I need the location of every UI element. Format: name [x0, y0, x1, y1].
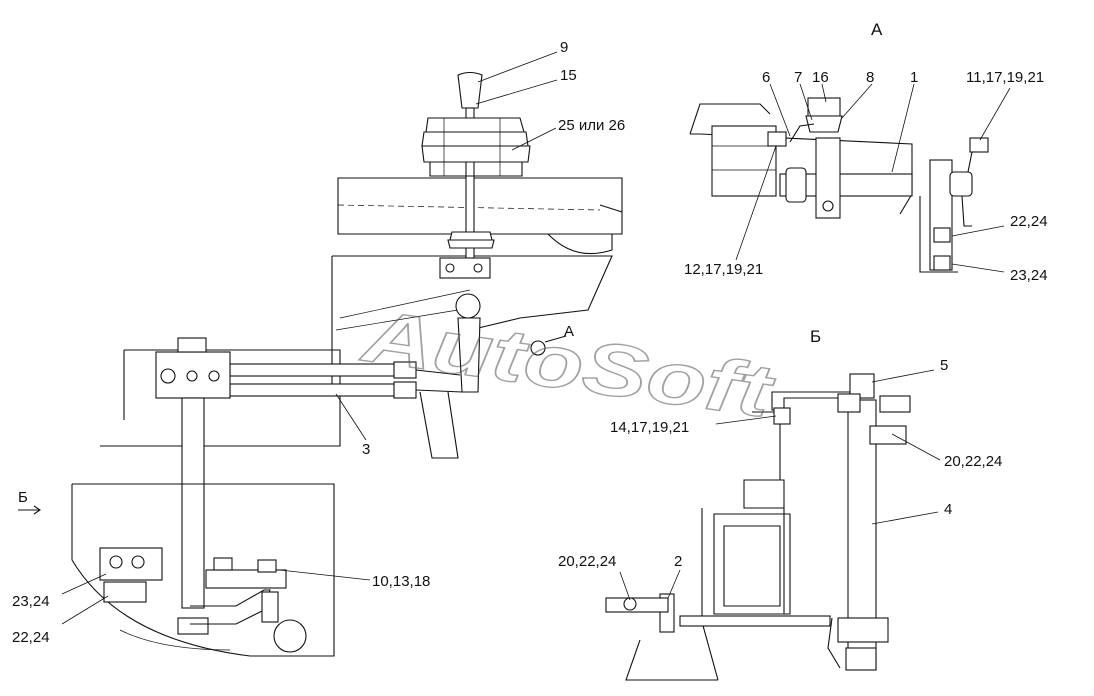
callout-22-24-main: 22,24 — [12, 629, 50, 646]
main-leaders — [61, 51, 558, 625]
frame-crossmember — [689, 103, 913, 215]
view-a-title: А — [871, 20, 883, 39]
view-b-arrow — [18, 505, 41, 515]
callout-20-22-24-top: 20,22,24 — [944, 453, 1002, 470]
housing — [625, 508, 785, 681]
callout-16: 16 — [812, 69, 829, 86]
main-view — [18, 51, 623, 657]
callout-11-17-19-21: 11,17,19,21 — [966, 69, 1044, 86]
callout-3: 3 — [362, 441, 370, 458]
callout-22-24-a: 22,24 — [1010, 213, 1048, 230]
callout-15: 15 — [560, 67, 577, 84]
watermark: AutoSoft — [356, 293, 781, 433]
lower-panel — [71, 483, 335, 657]
view-a-marker-label: А — [564, 323, 574, 340]
shift-rods — [229, 361, 463, 399]
callout-14-17-19-21: 14,17,19,21 — [610, 419, 689, 436]
callout-7: 7 — [794, 69, 802, 86]
callout-10-13-18: 10,13,18 — [372, 573, 430, 590]
view-a-marker — [530, 335, 567, 356]
callout-23-24-a: 23,24 — [1010, 267, 1048, 284]
callout-20-22-24-left: 20,22,24 — [558, 553, 616, 570]
gear-lever — [421, 71, 531, 393]
callout-12-17-19-21: 12,17,19,21 — [684, 261, 763, 278]
view-b-marker-label: Б — [18, 489, 28, 506]
callout-2: 2 — [674, 553, 682, 570]
callout-23-24-main: 23,24 — [12, 593, 50, 610]
callout-25-26: 25 или 26 — [558, 117, 625, 134]
callout-8: 8 — [866, 69, 874, 86]
view-a-leaders — [735, 83, 1011, 273]
callout-1: 1 — [910, 69, 918, 86]
view-b-leaders — [619, 369, 941, 601]
view-b — [605, 369, 941, 681]
labels: А Б А Б 9 15 25 или 26 3 10,13,18 23,24 … — [12, 20, 1048, 646]
upper-panel — [100, 349, 341, 447]
callout-5: 5 — [940, 357, 948, 374]
view-a — [689, 83, 1011, 273]
callout-4: 4 — [944, 501, 952, 518]
view-b-title: Б — [810, 327, 821, 346]
callout-6: 6 — [762, 69, 770, 86]
lower-mechanism — [99, 547, 307, 653]
vertical-shaft — [155, 337, 231, 635]
callout-9: 9 — [560, 39, 568, 56]
